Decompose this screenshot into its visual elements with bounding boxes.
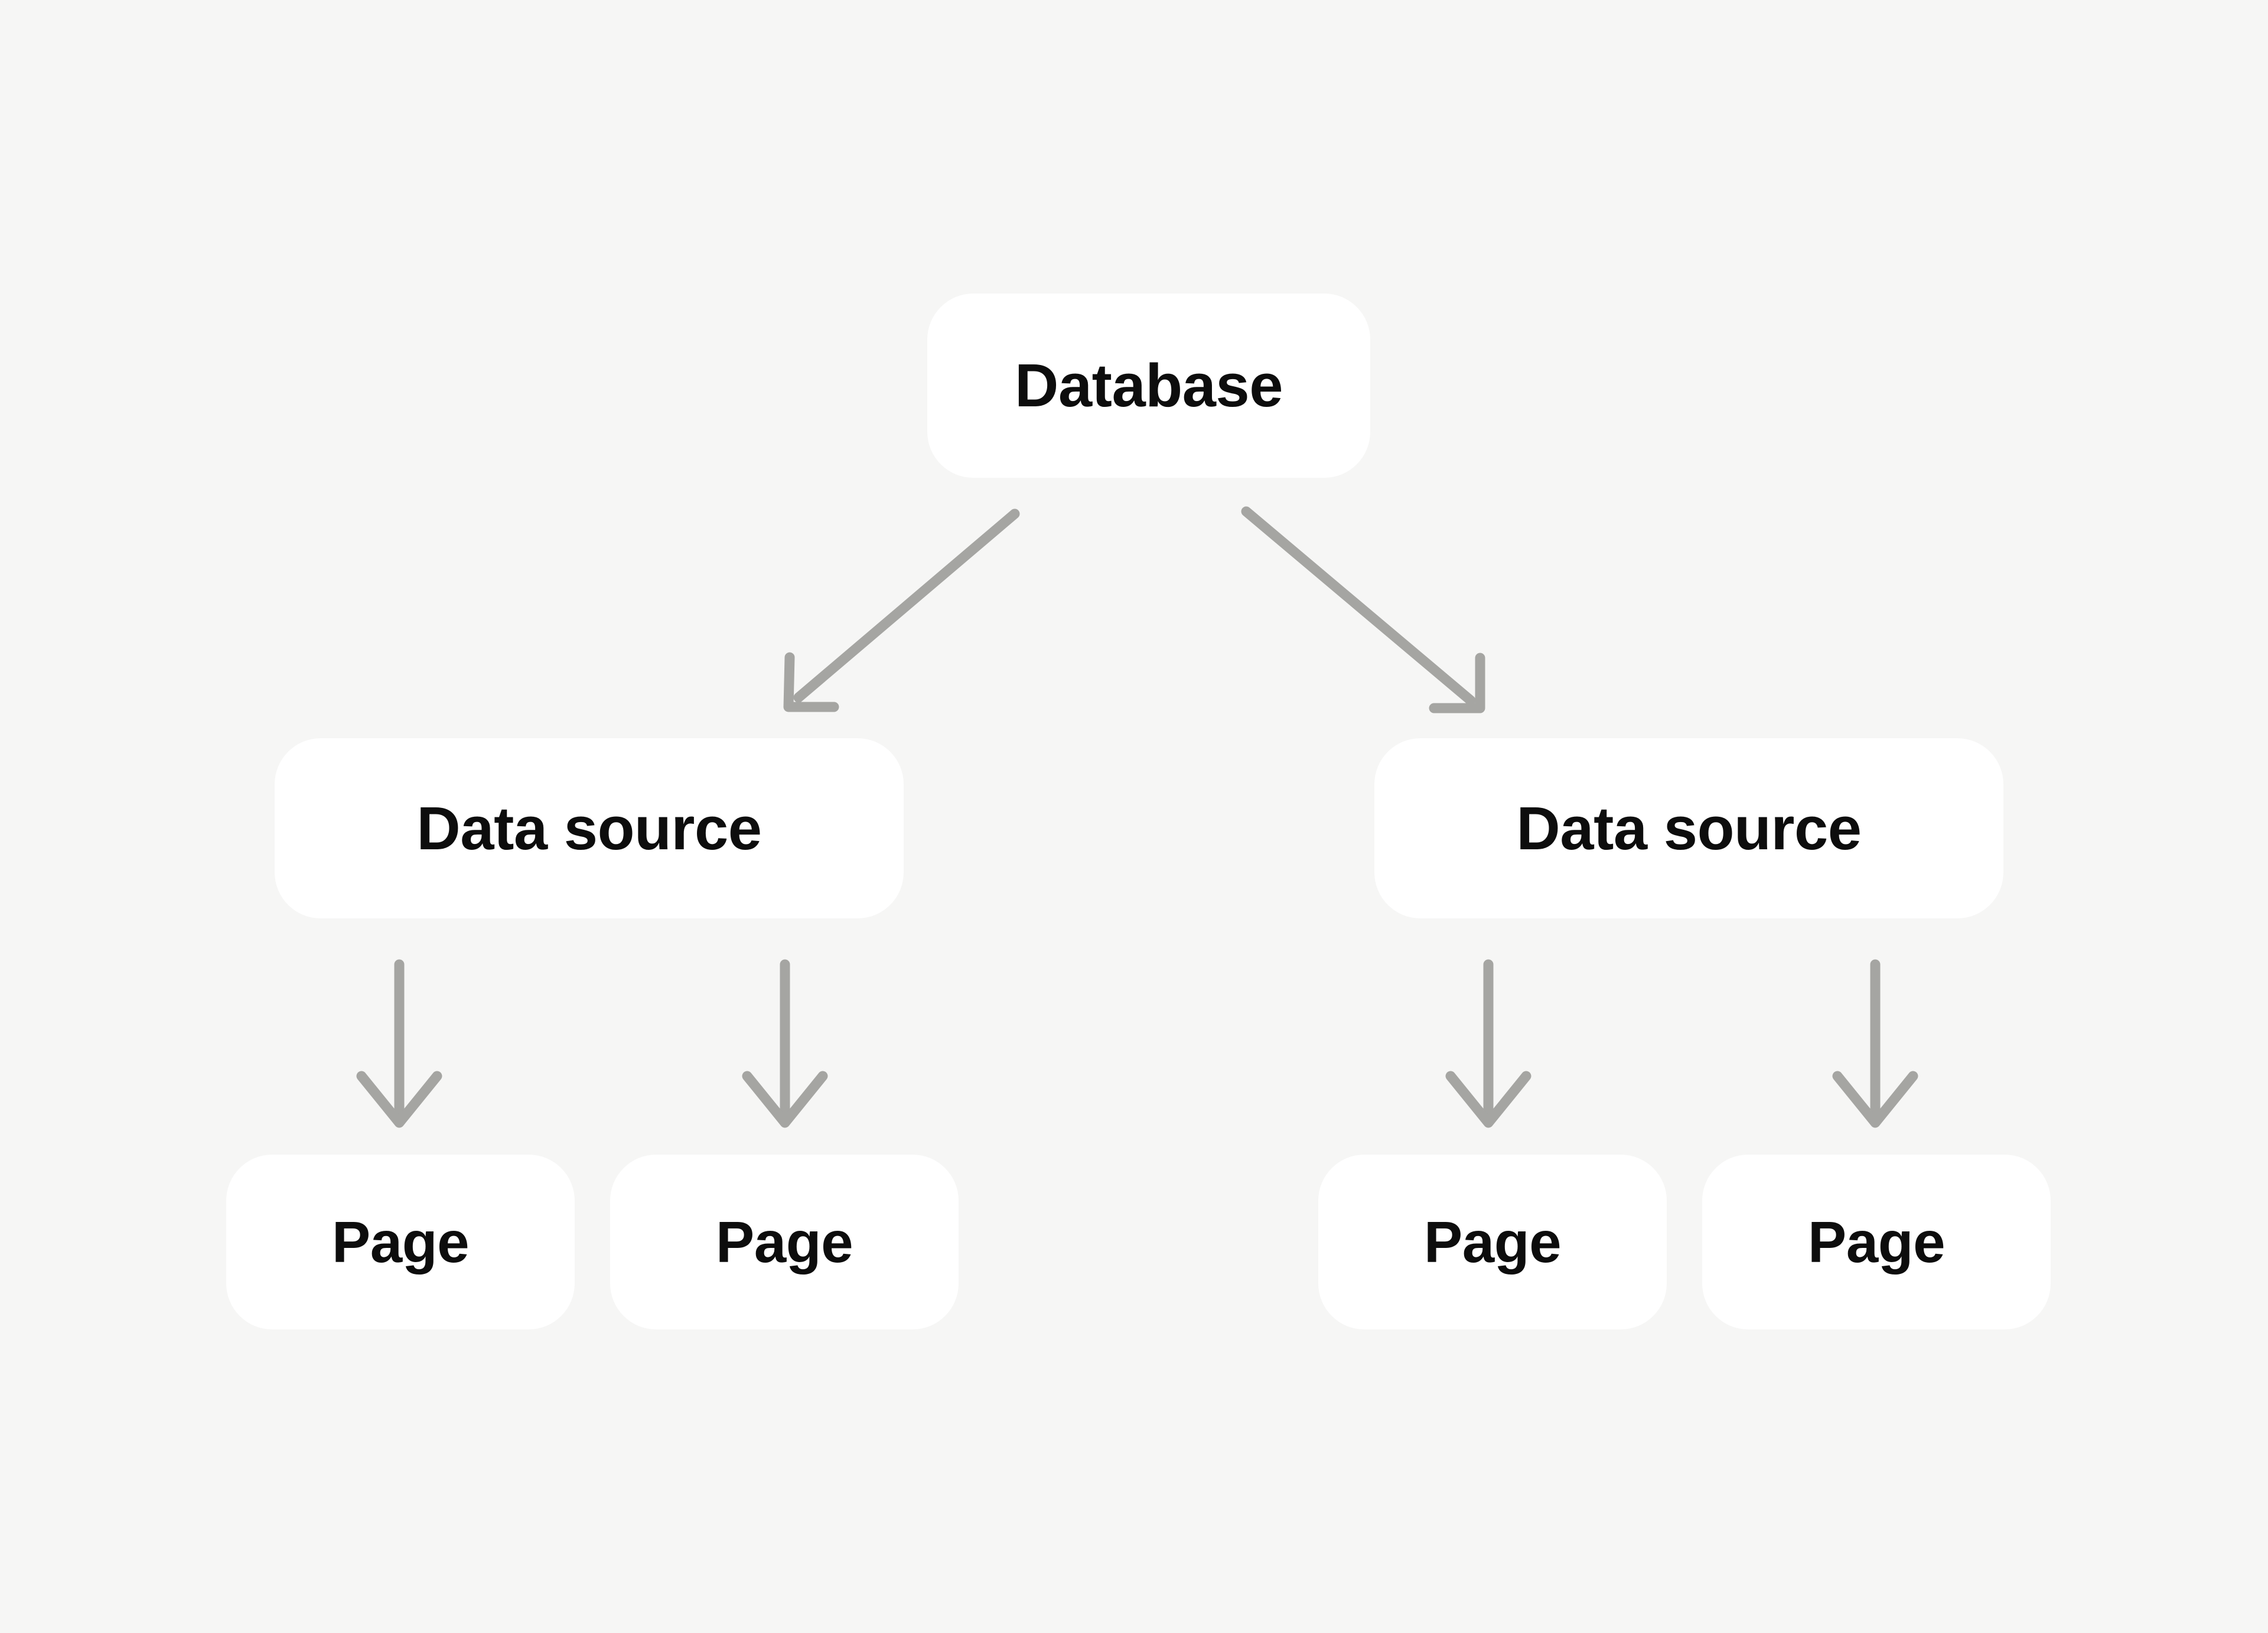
node-page-4[interactable]: Page [1702, 1155, 2051, 1329]
edge-datasource-1-to-page-2 [742, 959, 828, 1128]
node-database[interactable]: Database [927, 294, 1370, 478]
node-page-1[interactable]: Page [226, 1155, 575, 1329]
node-page-3[interactable]: Page [1318, 1155, 1667, 1329]
edge-database-to-datasource-2 [1241, 506, 1485, 713]
node-data-source-right[interactable]: Data source [1374, 738, 2003, 918]
edge-datasource-2-to-page-4 [1832, 959, 1918, 1128]
node-page-2[interactable]: Page [610, 1155, 959, 1329]
node-data-source-left[interactable]: Data source [275, 738, 904, 918]
edge-datasource-2-to-page-3 [1445, 959, 1531, 1128]
edge-datasource-1-to-page-1 [356, 959, 442, 1128]
edge-database-to-datasource-1 [783, 509, 1020, 712]
